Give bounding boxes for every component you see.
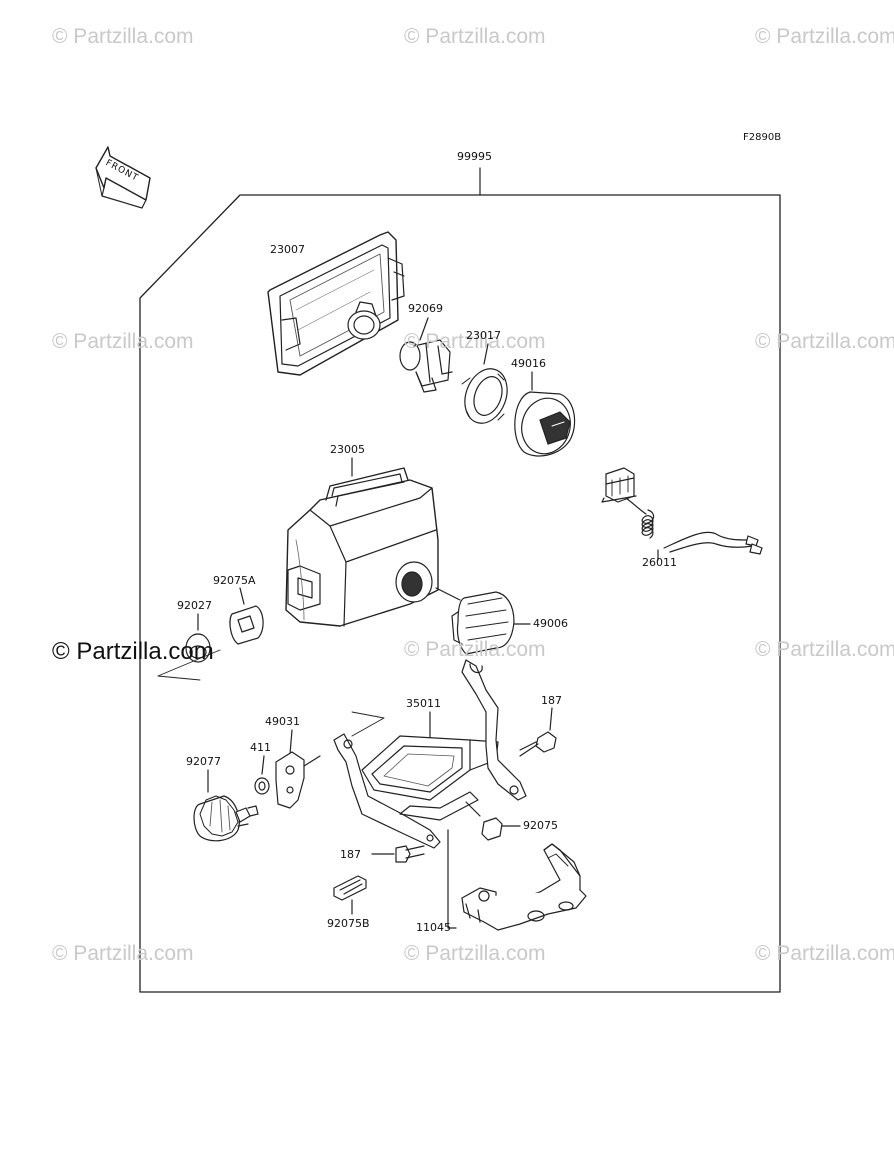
part-label-187-upper[interactable]: 187: [541, 694, 562, 707]
part-label-92075a[interactable]: 92075A: [213, 574, 256, 587]
washer-411: [254, 755, 270, 795]
bolt-187-upper: [519, 707, 557, 757]
watermark-top-center: © Partzilla.com: [404, 25, 546, 48]
front-arrow-icon: [95, 146, 151, 209]
collar-92027: [185, 613, 211, 663]
headlight-lens-23007: [267, 231, 405, 376]
knob-92077: [193, 769, 259, 842]
watermark-bottom-right: © Partzilla.com: [755, 942, 894, 965]
dust-cover-49016: [514, 371, 576, 457]
part-label-187-lower[interactable]: 187: [340, 848, 361, 861]
retaining-ring-23017: [461, 343, 508, 424]
bulb-92069: [399, 317, 453, 393]
part-label-35011[interactable]: 35011: [406, 697, 441, 710]
grommet-49006: [435, 587, 531, 655]
part-label-49006[interactable]: 49006: [533, 617, 568, 630]
watermark-mid-center: © Partzilla.com: [404, 330, 546, 353]
watermark-mid-left: © Partzilla.com: [52, 330, 194, 353]
bolt-187-lower: [371, 845, 425, 863]
watermark-dark: © Partzilla.com: [52, 638, 214, 665]
part-label-92077[interactable]: 92077: [186, 755, 221, 768]
grommet-92075a: [229, 587, 264, 645]
watermark-bottom-center: © Partzilla.com: [404, 942, 546, 965]
part-label-23007[interactable]: 23007: [270, 243, 305, 256]
part-label-99995[interactable]: 99995: [457, 150, 492, 163]
part-label-23005[interactable]: 23005: [330, 443, 365, 456]
part-label-92075[interactable]: 92075: [523, 819, 558, 832]
clip-92075b: [333, 875, 367, 915]
part-label-92069[interactable]: 92069: [408, 302, 443, 315]
part-label-92027[interactable]: 92027: [177, 599, 212, 612]
bracket-35011: [333, 659, 527, 849]
assembly-frame: [139, 194, 781, 993]
watermark-mid-right: © Partzilla.com: [755, 330, 894, 353]
part-label-49031[interactable]: 49031: [265, 715, 300, 728]
wire-harness-26011: [601, 467, 763, 561]
part-label-26011[interactable]: 26011: [642, 556, 677, 569]
part-label-49016[interactable]: 49016: [511, 357, 546, 370]
part-label-92075b[interactable]: 92075B: [327, 917, 370, 930]
bracket-11045: [447, 829, 587, 931]
guide-line-left: [157, 649, 221, 681]
watermark-bottom-left: © Partzilla.com: [52, 942, 194, 965]
grommet-92075: [465, 801, 521, 841]
part-label-11045[interactable]: 11045: [416, 921, 451, 934]
diagram-code: F2890B: [743, 132, 782, 143]
plate-49031: [275, 729, 321, 809]
part-label-411[interactable]: 411: [250, 741, 271, 754]
watermark-top-right: © Partzilla.com: [755, 25, 894, 48]
part-label-23017[interactable]: 23017: [466, 329, 501, 342]
headlight-case-23005: [285, 457, 439, 627]
watermark-lower-center: © Partzilla.com: [404, 638, 546, 661]
watermark-lower-right: © Partzilla.com: [755, 638, 894, 661]
watermark-top-left: © Partzilla.com: [52, 25, 194, 48]
